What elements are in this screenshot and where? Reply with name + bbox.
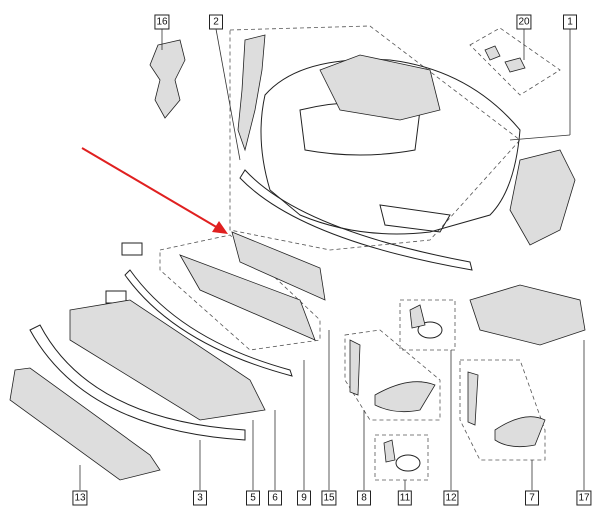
bulb-group-outline — [374, 434, 429, 481]
part-1-bumper-fog-opening — [379, 204, 451, 233]
callout-16: 16 — [154, 14, 170, 30]
leader-lines — [79, 28, 585, 490]
right-side-bracket — [509, 149, 576, 246]
callout-1: 1 — [563, 14, 577, 30]
bumper-group-outline — [229, 25, 521, 251]
part-9-center-panel — [179, 254, 316, 341]
part-11-bulb — [395, 454, 421, 472]
callout-9: 9 — [297, 490, 311, 506]
part-11-bulb-holder — [383, 439, 396, 463]
part-8-foglamp-trim — [349, 339, 361, 396]
part-7-foglamp-trim — [467, 371, 479, 426]
callout-5: 5 — [246, 490, 260, 506]
callout-20: 20 — [516, 14, 532, 30]
lower-spoiler-lip — [239, 169, 473, 271]
callout-2: 2 — [209, 14, 223, 30]
clip-group-outline — [469, 27, 561, 96]
part-5-undertray — [69, 299, 266, 421]
foglamp-bezel-group-outline — [399, 299, 456, 351]
part-17-right-bracket — [469, 284, 586, 346]
callout-15: 15 — [321, 490, 337, 506]
impact-absorber — [319, 54, 441, 121]
part-7-foglamp-right — [494, 416, 546, 448]
part-12-foglamp-clip — [409, 304, 426, 329]
part-12-foglamp-bezel — [417, 321, 443, 339]
callout-6: 6 — [268, 490, 282, 506]
part-20-clips — [484, 45, 526, 73]
part-8-foglamp-left — [374, 381, 436, 413]
foglamp-right-group-outline — [459, 359, 546, 461]
pointer-arrow-head — [212, 221, 228, 234]
grille-group-outline — [159, 234, 321, 351]
callout-17: 17 — [576, 490, 592, 506]
callout-7: 7 — [525, 490, 539, 506]
foglamp-left-group-outline — [344, 329, 441, 421]
part-2-side-bracket — [237, 34, 266, 152]
part-6-chrome-strip — [124, 269, 293, 377]
callout-3: 3 — [193, 490, 207, 506]
callout-11: 11 — [397, 490, 413, 506]
callout-8: 8 — [357, 490, 371, 506]
callout-13: 13 — [72, 490, 88, 506]
pointer-arrow-line — [81, 147, 219, 229]
part-3-lip-strip — [29, 324, 246, 441]
sticker-label-a — [121, 242, 143, 256]
callout-12: 12 — [443, 490, 459, 506]
part-15-lower-grille — [231, 231, 326, 301]
part-16-bracket — [149, 39, 186, 119]
part-13-mesh-grille — [9, 367, 161, 481]
